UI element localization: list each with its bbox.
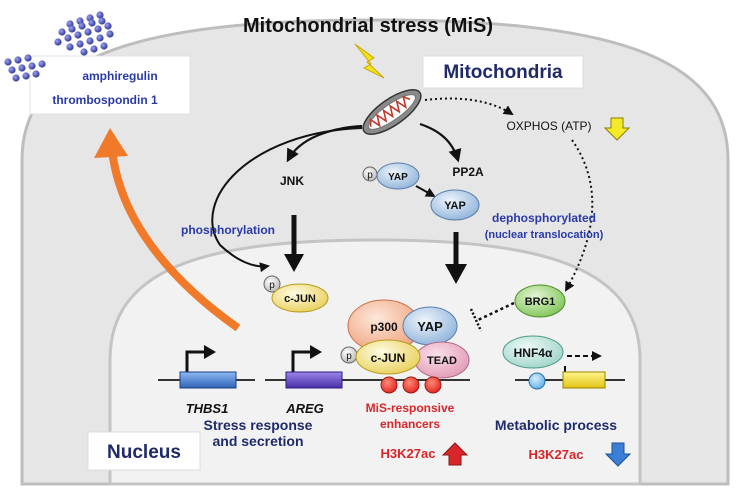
- nucleus-label: Nucleus: [107, 442, 181, 463]
- oxphos-down-arrow-icon: [603, 117, 631, 141]
- secreted-amphiregulin: amphiregulin: [82, 69, 157, 83]
- mitochondria-label: Mitochondria: [443, 62, 563, 83]
- phospho-yap-label: YAP: [388, 172, 408, 183]
- stress-response-label-1: Stress response: [204, 417, 313, 433]
- phospho-yap: [376, 162, 420, 190]
- brg1-label: BRG1: [525, 296, 556, 308]
- oxphos-to-brg1-dotted: [565, 139, 594, 292]
- enhancer-mark-3: [424, 376, 442, 394]
- arrow-to-pp2a: [419, 122, 462, 163]
- p300-label: p300: [370, 320, 398, 334]
- cjun-nuclear-p-label: p: [346, 351, 352, 362]
- yap-to-nucleus-arrowhead: [445, 264, 467, 284]
- areg-gene-label: AREG: [285, 401, 324, 416]
- h3k27ac-down-label: H3K27ac: [529, 447, 584, 462]
- mis-enhancers-label-2: enhancers: [380, 417, 440, 431]
- tead-label: TEAD: [427, 355, 457, 367]
- metabolic-enhancer-mark: [528, 372, 546, 390]
- cjun-upper: [271, 283, 329, 313]
- cjun-upper-p: [263, 275, 281, 293]
- nuclear-translocation-label: (nuclear translocation): [485, 229, 604, 241]
- areg-promoter-arrow-icon: [291, 350, 312, 375]
- brg1-protein: [514, 284, 566, 318]
- stress-lightning-icon: [354, 43, 385, 79]
- mitochondrion-icon: [362, 89, 422, 135]
- jnk-label: JNK: [280, 174, 304, 188]
- thbs1-gene-box: [179, 371, 237, 389]
- enhancer-mark-1: [380, 376, 398, 394]
- h3k27ac-down-arrow-icon: [604, 442, 632, 467]
- metabolic-process-label: Metabolic process: [495, 417, 617, 433]
- nucleus-label-box: [87, 431, 201, 471]
- brg1-inhibition-bar: [469, 308, 483, 332]
- secreted-factors-box: [29, 55, 191, 115]
- arrow-to-jnk: [286, 124, 363, 163]
- hnf4a-label: HNF4α: [514, 346, 553, 360]
- secreted-protein-dots: [4, 11, 114, 82]
- h3k27ac-up-label: H3K27ac: [381, 446, 436, 461]
- thbs1-promoter-arrow-icon: [185, 350, 206, 375]
- cjun-nuclear: [355, 339, 421, 375]
- mis-enhancers-label-1: MiS-responsive: [366, 401, 455, 415]
- enhancer-mark-2: [402, 376, 420, 394]
- hnf4a-protein: [502, 335, 564, 369]
- secreted-thrombospondin: thrombospondin 1: [52, 93, 158, 107]
- title: Mitochondrial stress (MiS): [243, 15, 493, 37]
- dephosphorylated-label: dephosphorylated: [492, 211, 596, 225]
- areg-promoter-arrowhead: [310, 345, 322, 359]
- secretion-arrow: [108, 149, 241, 332]
- oxphos-label: OXPHOS (ATP): [506, 119, 591, 133]
- phospho-yap-p-label: p: [367, 170, 373, 181]
- phosphorylation-label: phosphorylation: [181, 223, 275, 237]
- stress-response-label-2: and secretion: [212, 433, 303, 449]
- mitochondria-label-box: [422, 55, 584, 89]
- dephospho-yap-label: YAP: [444, 200, 466, 212]
- thbs1-promoter-arrowhead: [204, 345, 216, 359]
- brg1-inhibition-line: [477, 301, 515, 322]
- pp2a-label: PP2A: [452, 165, 484, 179]
- cjun-upper-p-label: p: [269, 280, 275, 291]
- arrow-to-oxphos: [424, 97, 514, 116]
- cjun-nuclear-label: c-JUN: [371, 351, 406, 365]
- thbs1-gene-label: THBS1: [186, 401, 229, 416]
- jnk-to-cjun-arrowhead: [284, 254, 304, 272]
- metabolic-gene-box: [562, 371, 606, 389]
- cjun-upper-label: c-JUN: [284, 293, 316, 305]
- dephospho-yap: [430, 189, 480, 221]
- arrow-mito-to-ph: [211, 127, 363, 273]
- areg-gene-box: [285, 371, 343, 389]
- h3k27ac-up-arrow-icon: [441, 442, 469, 466]
- arrow-dephosphorylation: [415, 185, 436, 197]
- yap-nuclear-label: YAP: [417, 319, 443, 334]
- secretion-arrowhead: [94, 128, 128, 158]
